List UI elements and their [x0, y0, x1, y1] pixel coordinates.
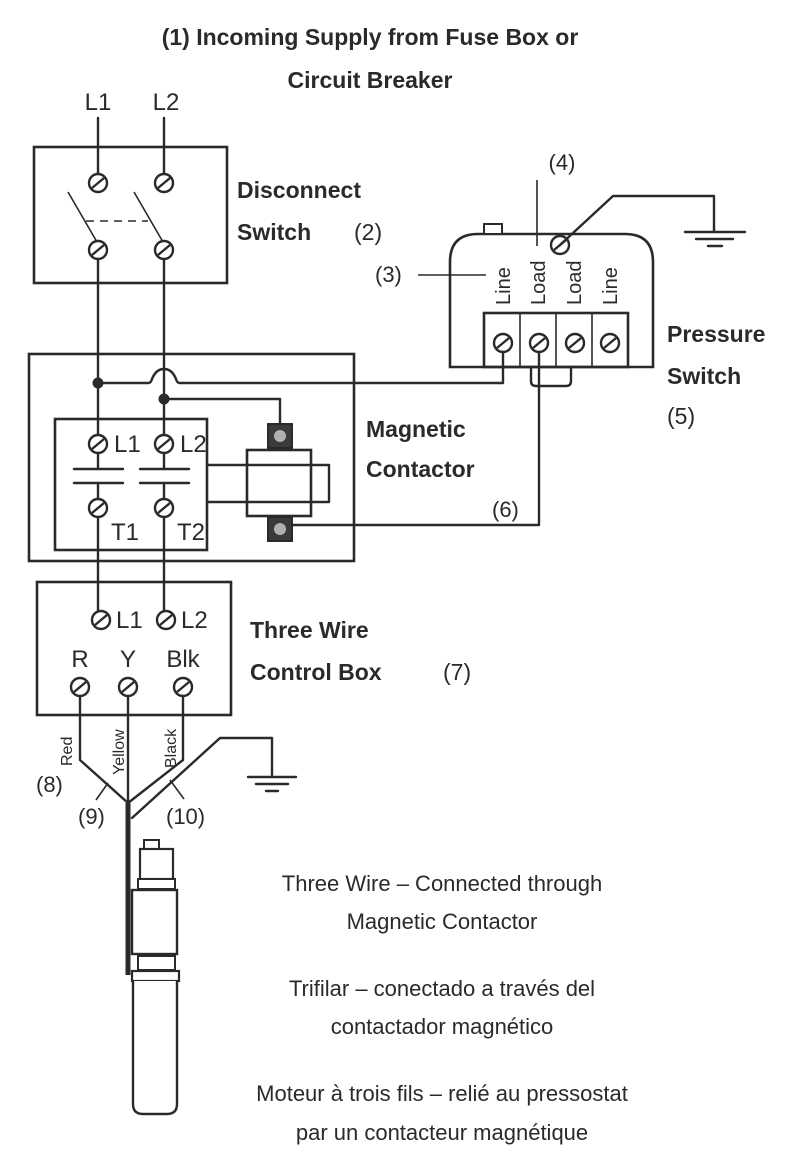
pressure-port	[529, 365, 573, 388]
supply-l2-label: L2	[153, 89, 180, 116]
disconnect-switch	[32, 116, 229, 285]
contactor-l1-label: L1	[114, 431, 141, 458]
control-box-l2-screw	[155, 609, 177, 631]
red-wire	[78, 694, 130, 805]
caption-spanish-1: Trifilar – conectado a través del	[289, 976, 595, 1001]
contactor-inner-box	[53, 417, 209, 552]
wire-number-9: (9)	[78, 804, 105, 829]
control-box-r-label: R	[71, 646, 88, 673]
control-box-label-2: Control Box	[250, 659, 382, 685]
contactor-t2-label: T2	[177, 519, 205, 546]
leader-10	[169, 779, 185, 800]
contactor-number: (6)	[492, 497, 519, 522]
control-box-outline	[35, 580, 233, 717]
control-box	[35, 580, 233, 717]
caption-spanish-2: contactador magnético	[331, 1014, 554, 1039]
pressure-switch	[448, 223, 655, 388]
ps-terminal-label-line-1: Line	[493, 267, 515, 305]
control-box-label-1: Three Wire	[250, 617, 369, 643]
switch-blade-1	[67, 191, 98, 243]
pressure-switch-housing	[448, 232, 655, 369]
motor-ground-wire	[130, 736, 274, 820]
pressure-switch-label-2: Switch	[667, 363, 741, 389]
callout-4: (4)	[549, 150, 576, 175]
disconnect-load-screw-1	[87, 239, 109, 261]
caption-english-1: Three Wire – Connected through	[282, 871, 602, 896]
coil-armature	[205, 463, 331, 504]
control-box-number: (7)	[443, 659, 471, 685]
contactor-l2-screw	[153, 433, 175, 455]
switch-blade-2	[133, 191, 164, 243]
ps-load-screw-2	[564, 332, 586, 354]
callout-3: (3)	[375, 262, 402, 287]
caption-english-2: Magnetic Contactor	[347, 909, 538, 934]
wire-number-10: (10)	[166, 804, 205, 829]
contactor-l2-label: L2	[180, 431, 207, 458]
pump-body	[130, 888, 179, 956]
contactor-label-2: Contactor	[366, 456, 475, 482]
contactor-l1-screw	[87, 433, 109, 455]
ps-terminal-label-load-1: Load	[528, 261, 550, 306]
supply-l1-label: L1	[85, 89, 112, 116]
caption-french-2: par un contacteur magnétique	[296, 1120, 588, 1145]
title-line-2: Circuit Breaker	[288, 67, 453, 93]
pressure-switch-label-1: Pressure	[667, 321, 765, 347]
pressure-switch-ground-wire	[558, 194, 716, 247]
contactor-t1-screw	[87, 497, 109, 519]
ps-line-screw-1	[492, 332, 514, 354]
disconnect-number: (2)	[354, 219, 382, 245]
caption-french-1: Moteur à trois fils – relié au pressosta…	[256, 1081, 628, 1106]
black-wire-label: Black	[163, 728, 180, 768]
disconnect-label-1: Disconnect	[237, 177, 361, 203]
ground-symbol-top	[683, 230, 747, 248]
black-wire	[126, 694, 185, 805]
control-box-r-screw	[69, 676, 91, 698]
control-box-l1-screw	[90, 609, 112, 631]
wire-l2-to-coil	[162, 397, 282, 426]
leader-9	[95, 782, 109, 801]
control-box-blk-label: Blk	[166, 646, 200, 673]
red-wire-label: Red	[59, 737, 76, 766]
disconnect-line-screw-1	[87, 172, 109, 194]
ps-load-screw-1	[528, 332, 550, 354]
ps-terminal-label-line-2: Line	[600, 267, 622, 305]
ps-line-screw-2	[599, 332, 621, 354]
yellow-wire-label: Yellow	[111, 729, 128, 775]
contactor-label-1: Magnetic	[366, 416, 466, 442]
wire-pressure-switch-to-coil	[290, 350, 541, 527]
disconnect-box	[32, 145, 229, 285]
control-box-y-screw	[117, 676, 139, 698]
motor-body	[131, 981, 179, 1116]
control-box-l2-label: L2	[181, 607, 208, 634]
contactor-t2-screw	[153, 497, 175, 519]
submersible-pump	[125, 803, 181, 1116]
wire-number-8: (8)	[36, 772, 63, 797]
pressure-switch-tab	[483, 223, 503, 235]
contactor-t1-label: T1	[111, 519, 139, 546]
title-line-1: (1) Incoming Supply from Fuse Box or	[162, 24, 579, 50]
contactor-coil	[245, 448, 313, 518]
ps-terminal-label-load-2: Load	[564, 261, 586, 306]
control-box-l1-label: L1	[116, 607, 143, 634]
ground-symbol-bottom	[246, 775, 298, 793]
magnetic-contactor	[27, 350, 541, 563]
pressure-switch-number: (5)	[667, 403, 695, 429]
wire-l1-to-pressure-switch	[96, 350, 505, 385]
contactor-outer-box	[27, 352, 356, 563]
control-box-y-label: Y	[120, 646, 136, 673]
disconnect-line-screw-2	[153, 172, 175, 194]
disconnect-label-2: Switch	[237, 219, 311, 245]
disconnect-load-screw-2	[153, 239, 175, 261]
control-box-blk-screw	[172, 676, 194, 698]
